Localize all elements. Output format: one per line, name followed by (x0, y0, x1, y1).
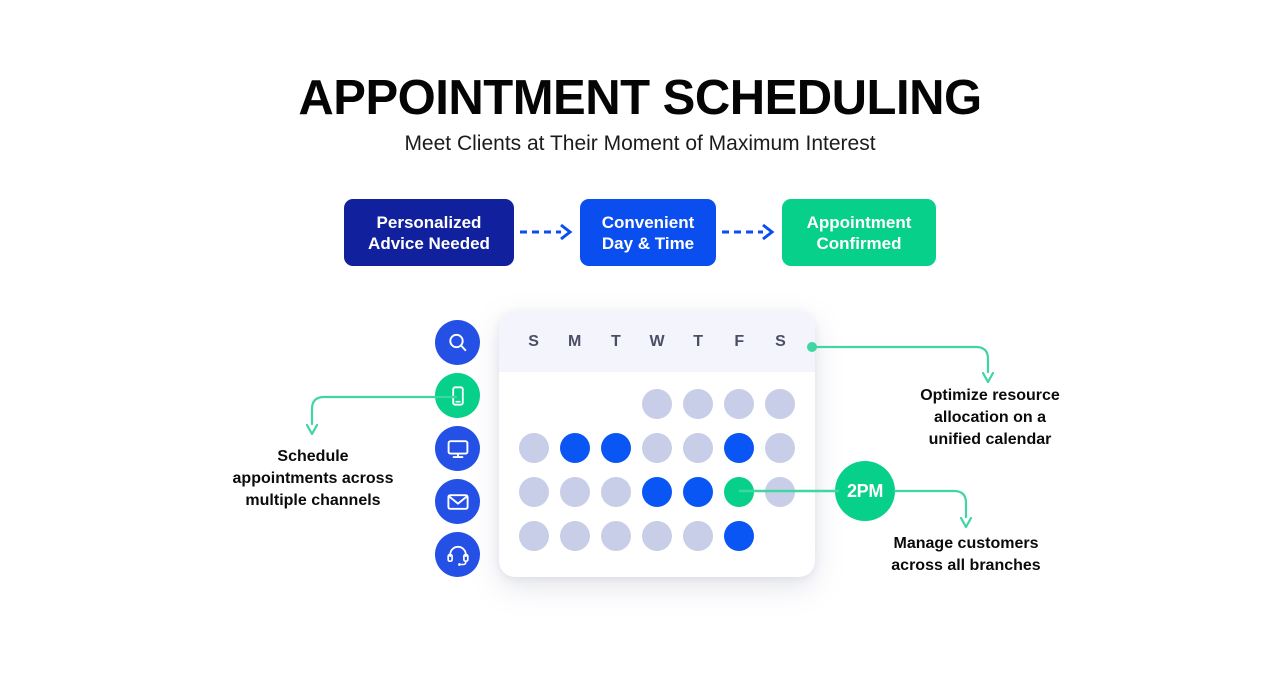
calendar-cell[interactable] (636, 433, 677, 463)
calendar-day-header: M (568, 332, 582, 350)
calendar-cell[interactable] (760, 477, 801, 507)
connector-arrow-bottom-right (959, 516, 973, 529)
calendar-dot-light (641, 521, 672, 551)
calendar-dot-light (724, 389, 755, 419)
connector-arrow-left (305, 423, 319, 436)
time-badge[interactable]: 2PM (835, 461, 895, 521)
calendar-cell[interactable] (595, 477, 636, 507)
calendar-dot-light (600, 521, 631, 551)
calendar-dot-light (559, 477, 590, 507)
calendar-cell[interactable] (678, 477, 719, 507)
calendar-dot-light (518, 521, 549, 551)
calendar-day-header: S (528, 332, 539, 350)
annotation-schedule-channels: Schedule appointments across multiple ch… (232, 448, 394, 509)
calendar-cell (595, 389, 636, 419)
calendar-dot-blue (600, 433, 631, 463)
flow-arrow-2-icon (722, 223, 775, 241)
calendar-dot-light (641, 389, 672, 419)
process-flow: Personalized Advice Needed Convenient Da… (344, 199, 936, 266)
calendar-cell[interactable] (554, 433, 595, 463)
connector-line-right (810, 345, 990, 374)
calendar-dot-empty (765, 521, 795, 551)
channel-desktop-button[interactable] (435, 426, 480, 471)
calendar-cell[interactable] (719, 477, 760, 507)
search-icon (446, 331, 470, 355)
desktop-icon (445, 436, 471, 462)
calendar-dot-green (724, 477, 755, 507)
calendar-cell[interactable] (760, 433, 801, 463)
calendar-dot-light (683, 521, 714, 551)
calendar-dot-blue (559, 433, 590, 463)
calendar-dot-empty (519, 389, 549, 419)
flow-step-appointment-confirmed[interactable]: Appointment Confirmed (782, 199, 936, 266)
calendar-day-header: T (693, 332, 704, 350)
mobile-icon (446, 384, 470, 408)
annotation-manage-customers: Manage customers across all branches (891, 535, 1041, 574)
calendar-cell[interactable] (760, 389, 801, 419)
calendar-dot-blue (683, 477, 714, 507)
calendar-dot-light (765, 433, 796, 463)
calendar-cell[interactable] (678, 433, 719, 463)
calendar-cell[interactable] (595, 433, 636, 463)
calendar-cell[interactable] (719, 521, 760, 551)
calendar-cell[interactable] (636, 521, 677, 551)
calendar-cell[interactable] (513, 477, 554, 507)
calendar-cell (513, 389, 554, 419)
email-icon (445, 489, 471, 515)
calendar-dot-light (641, 433, 672, 463)
calendar-dot-light (765, 389, 796, 419)
flow-arrow-1-icon (520, 223, 573, 241)
flow-step-convenient-day-time[interactable]: Convenient Day & Time (580, 199, 716, 266)
calendar-dot-blue (724, 521, 755, 551)
calendar-cell[interactable] (678, 521, 719, 551)
calendar-grid (499, 372, 815, 558)
calendar-dot-empty (601, 389, 631, 419)
calendar-cell[interactable] (595, 521, 636, 551)
calendar-dot-blue (724, 433, 755, 463)
calendar-cell (760, 521, 801, 551)
calendar-dot-light (683, 389, 714, 419)
calendar-cell[interactable] (678, 389, 719, 419)
calendar-cell[interactable] (554, 521, 595, 551)
calendar-cell[interactable] (719, 389, 760, 419)
connector-line-bottom-right (893, 489, 968, 519)
annotation-optimize-resource: Optimize resource allocation on a unifie… (920, 387, 1060, 448)
calendar-cell (554, 389, 595, 419)
calendar-cell[interactable] (719, 433, 760, 463)
calendar-day-header: S (775, 332, 786, 350)
calendar-day-header: T (610, 332, 621, 350)
calendar-cell[interactable] (513, 521, 554, 551)
calendar-cell[interactable] (636, 389, 677, 419)
calendar-dot-light (600, 477, 631, 507)
calendar-day-header: W (649, 332, 665, 350)
channel-icon-rail (435, 320, 484, 580)
calendar-cell[interactable] (513, 433, 554, 463)
headset-icon (445, 542, 471, 568)
calendar-dot-empty (560, 389, 590, 419)
channel-mobile-button[interactable] (435, 373, 480, 418)
flow-step-personalized-advice[interactable]: Personalized Advice Needed (344, 199, 514, 266)
calendar-day-headers: S M T W T F S (499, 311, 815, 372)
calendar-cell[interactable] (554, 477, 595, 507)
calendar-dot-light (559, 521, 590, 551)
channel-headset-button[interactable] (435, 532, 480, 577)
connector-arrow-right (981, 371, 995, 384)
channel-search-button[interactable] (435, 320, 480, 365)
calendar-dot-light (518, 477, 549, 507)
calendar-cell[interactable] (636, 477, 677, 507)
calendar-dot-light (518, 433, 549, 463)
channel-email-button[interactable] (435, 479, 480, 524)
calendar-dot-light (765, 477, 796, 507)
calendar-dot-blue (641, 477, 672, 507)
calendar-dot-light (683, 433, 714, 463)
page-subtitle: Meet Clients at Their Moment of Maximum … (404, 132, 876, 155)
calendar-day-header: F (734, 332, 745, 350)
calendar-card: S M T W T F S (499, 311, 815, 577)
page-title: APPOINTMENT SCHEDULING (298, 71, 982, 125)
